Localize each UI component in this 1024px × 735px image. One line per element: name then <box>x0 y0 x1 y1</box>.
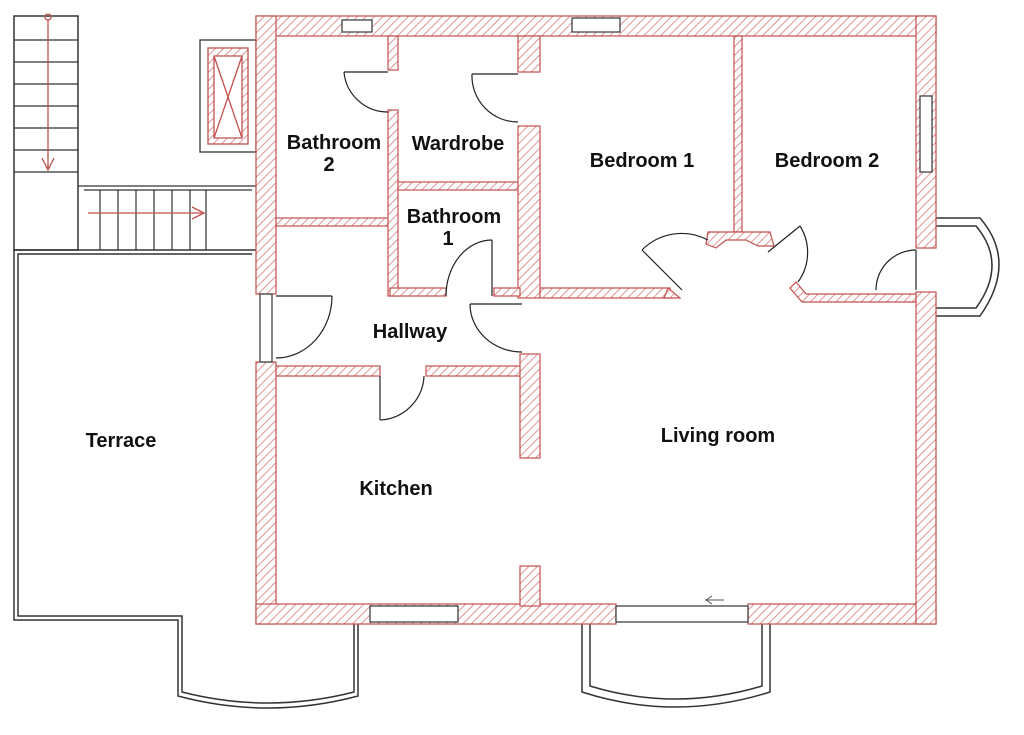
stair-arrow <box>41 13 206 220</box>
doors <box>275 71 917 421</box>
label-bathroom-2: Bathroom <box>287 132 381 154</box>
label-living-room: Living room <box>661 425 775 447</box>
label-bedroom-2: Bedroom 2 <box>775 150 879 172</box>
staircase <box>13 15 256 251</box>
terrace-outline <box>13 249 359 709</box>
bay-window-bedroom <box>934 217 1000 317</box>
stair-treads-lower <box>99 190 207 250</box>
label-bedroom-1: Bedroom 1 <box>590 150 694 172</box>
chimney <box>199 39 257 153</box>
label-terrace: Terrace <box>86 430 157 452</box>
label-kitchen: Kitchen <box>359 478 432 500</box>
label-bathroom-1: Bathroom <box>407 206 501 228</box>
windows <box>259 17 933 623</box>
sliding-arrow <box>705 595 724 605</box>
label-bathroom-1-number: 1 <box>442 228 453 250</box>
stair-treads <box>14 39 78 173</box>
room-labels: Bathroom 2 Wardrobe Bedroom 1 Bedroom 2 … <box>86 132 880 500</box>
bay-window-living <box>581 620 771 708</box>
walls <box>255 15 937 625</box>
label-bathroom-2-number: 2 <box>323 154 334 176</box>
label-hallway: Hallway <box>373 321 448 343</box>
label-wardrobe: Wardrobe <box>412 133 505 155</box>
